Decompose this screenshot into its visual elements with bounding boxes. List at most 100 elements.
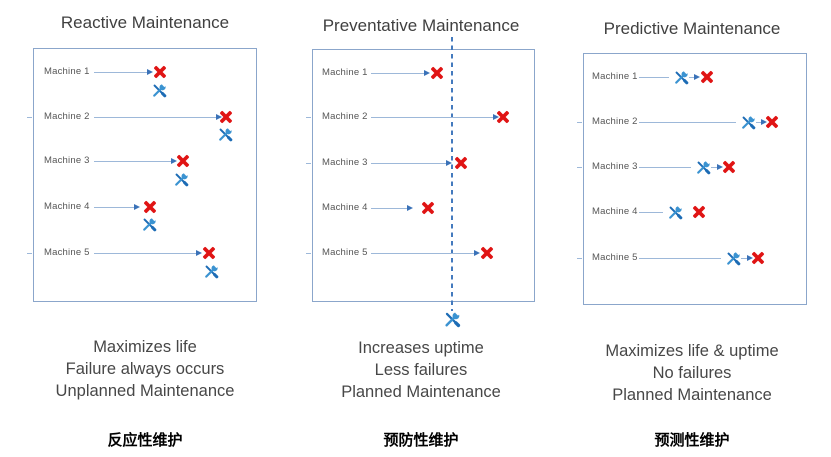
timeline-line [639, 258, 721, 259]
machine-label: Machine 5 [592, 252, 638, 263]
tools-icon [740, 113, 757, 131]
arrowhead-icon [147, 68, 153, 75]
failure-x-icon [495, 109, 511, 125]
arrowhead-icon [446, 159, 452, 166]
panel-description-line: Maximizes life [93, 338, 197, 356]
panel-description-line: Planned Maintenance [341, 383, 501, 401]
arrowhead-icon [407, 204, 413, 211]
machine-label: Machine 1 [44, 66, 90, 77]
failure-x-icon [479, 245, 495, 261]
timeline-line-2 [741, 258, 747, 259]
machine-label: Machine 3 [592, 161, 638, 172]
tools-icon [443, 309, 462, 329]
timeline-line-2 [689, 77, 694, 78]
machine-label: Machine 5 [322, 247, 368, 258]
machine-label: Machine 5 [44, 247, 90, 258]
arrowhead-icon [717, 163, 723, 170]
failure-x-icon [691, 204, 707, 220]
timeline-box [312, 49, 535, 302]
failure-x-icon [420, 200, 436, 216]
arrowhead-icon [493, 113, 499, 120]
row-tick [577, 258, 582, 259]
failure-x-icon [152, 64, 168, 80]
tools-icon [725, 249, 742, 267]
timeline-line [639, 212, 663, 213]
timeline-line [94, 117, 216, 118]
arrowhead-icon [134, 203, 140, 210]
timeline-line-2 [711, 167, 717, 168]
timeline-line [371, 73, 424, 74]
panel-description-line: Maximizes life & uptime [605, 342, 779, 360]
panel-caption-zh: 反应性维护 [107, 432, 183, 449]
failure-x-icon [218, 109, 234, 125]
timeline-line [371, 208, 407, 209]
panel-caption-zh: 预测性维护 [654, 432, 730, 449]
arrowhead-icon [474, 249, 480, 256]
panel-title: Preventative Maintenance [322, 16, 520, 35]
row-tick [306, 117, 311, 118]
timeline-line [94, 253, 196, 254]
failure-x-icon [201, 245, 217, 261]
failure-x-icon [721, 159, 737, 175]
arrowhead-icon [171, 157, 177, 164]
panel-title: Reactive Maintenance [60, 13, 230, 32]
failure-x-icon [750, 250, 766, 266]
machine-label: Machine 1 [592, 71, 638, 82]
machine-label: Machine 4 [592, 206, 638, 217]
panel-description-line: Failure always occurs [65, 360, 225, 378]
tools-icon [673, 68, 690, 86]
tools-icon [695, 158, 712, 176]
machine-label: Machine 1 [322, 67, 368, 78]
panel-description-line: Planned Maintenance [612, 386, 772, 404]
panel-caption-zh: 预防性维护 [383, 432, 459, 449]
arrowhead-icon [196, 249, 202, 256]
panel-description-line: Increases uptime [358, 339, 484, 357]
timeline-line [94, 207, 134, 208]
failure-x-icon [429, 65, 445, 81]
timeline-line [639, 167, 691, 168]
row-tick [27, 253, 32, 254]
machine-label: Machine 3 [322, 157, 368, 168]
timeline-line [371, 163, 446, 164]
failure-x-icon [175, 153, 191, 169]
timeline-line [639, 77, 669, 78]
timeline-box [583, 53, 807, 305]
timeline-line [639, 122, 736, 123]
timeline-line [371, 117, 493, 118]
timeline-box [33, 48, 257, 302]
timeline-line [94, 72, 147, 73]
tools-icon [217, 125, 234, 143]
row-tick [577, 167, 582, 168]
panel-description-line: No failures [652, 364, 732, 382]
machine-label: Machine 4 [44, 201, 90, 212]
failure-x-icon [142, 199, 158, 215]
row-tick [27, 117, 32, 118]
timeline-line [371, 253, 474, 254]
failure-x-icon [764, 114, 780, 130]
arrowhead-icon [761, 118, 767, 125]
machine-label: Machine 2 [44, 111, 90, 122]
panel-description-line: Unplanned Maintenance [55, 382, 235, 400]
tools-icon [173, 170, 190, 188]
row-tick [306, 253, 311, 254]
failure-x-icon [699, 69, 715, 85]
arrowhead-icon [747, 254, 753, 261]
arrowhead-icon [694, 73, 700, 80]
arrowhead-icon [424, 69, 430, 76]
machine-label: Machine 2 [592, 116, 638, 127]
panel-description-line: Less failures [374, 361, 468, 379]
pm-dashed-line [450, 37, 454, 311]
failure-x-icon [453, 155, 469, 171]
tools-icon [151, 81, 168, 99]
tools-icon [203, 262, 220, 280]
arrowhead-icon [216, 113, 222, 120]
timeline-line [94, 161, 171, 162]
machine-label: Machine 4 [322, 202, 368, 213]
timeline-line-2 [756, 122, 761, 123]
tools-icon [141, 215, 158, 233]
tools-icon [667, 203, 684, 221]
